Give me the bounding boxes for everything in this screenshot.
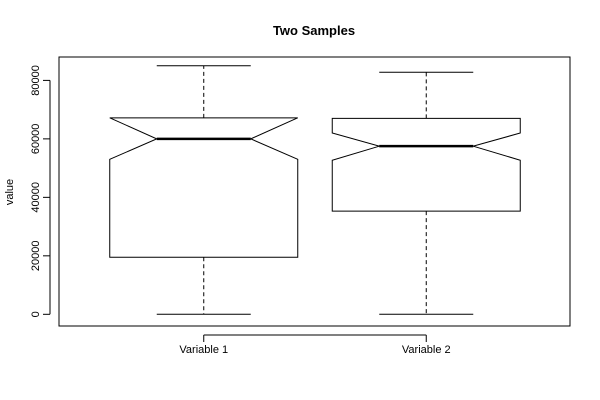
x-tick-label: Variable 1 — [179, 344, 228, 356]
y-tick-label: 40000 — [30, 182, 42, 213]
notched-box — [109, 117, 299, 258]
y-tick-label: 80000 — [30, 65, 42, 96]
x-tick-label: Variable 2 — [402, 344, 451, 356]
box-1 — [109, 65, 299, 315]
y-axis-label: value — [4, 179, 16, 205]
plot-frame — [58, 56, 571, 327]
chart-title: Two Samples — [273, 23, 355, 38]
x-axis: Variable 1 Variable 2 — [179, 334, 451, 356]
y-tick-label: 20000 — [30, 241, 42, 272]
box-2 — [331, 71, 521, 315]
boxes — [109, 65, 521, 315]
notched-box — [331, 117, 521, 212]
y-tick-label: 0 — [30, 311, 42, 317]
y-axis: 0 20000 40000 60000 80000 — [30, 65, 51, 317]
y-tick-label: 60000 — [30, 124, 42, 155]
